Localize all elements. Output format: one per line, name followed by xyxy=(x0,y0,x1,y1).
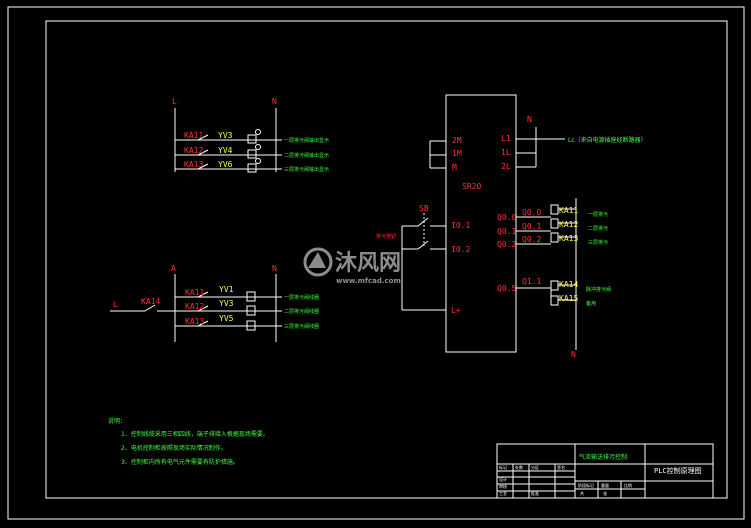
top-relay-1: KA11 xyxy=(184,131,203,140)
tb-cell-10: 重量 xyxy=(601,482,609,488)
plc-output-2: Q0.1 xyxy=(497,227,516,236)
inner-border xyxy=(45,20,728,499)
plc-pin-L1: L1 xyxy=(501,134,511,143)
out-desc-3: 三层排污 xyxy=(588,239,608,246)
output-wiring xyxy=(516,198,577,350)
plc-box xyxy=(445,94,517,353)
output-N-label: N xyxy=(571,350,576,359)
out-relay-2: KA12 xyxy=(559,220,578,229)
out-desc-4: 脉冲排污阀 xyxy=(586,286,611,293)
mid-desc-1: 一层排污阀线圈 xyxy=(284,294,319,301)
outer-border xyxy=(7,6,745,520)
note-3: 3、控制柜内所有电气元件需要有防护措施。 xyxy=(121,458,239,466)
top-desc-1: 一层排污阀输出显示 xyxy=(284,137,329,144)
top-N-label: N xyxy=(272,97,277,106)
mid-N-label: N xyxy=(272,264,277,273)
mid-valve-3: YV5 xyxy=(219,314,234,323)
out-relay-3: KA13 xyxy=(559,234,578,243)
out-relay-1: KA11 xyxy=(559,206,578,215)
out-desc-1: 一层排污 xyxy=(588,211,608,218)
plc-model: SR20 xyxy=(462,182,481,191)
notes-title: 说明： xyxy=(108,417,126,425)
plc-pin-1L: 1L xyxy=(501,148,511,157)
tb-cell-7: 工艺 xyxy=(499,491,507,496)
top-group-rows: KA11 YV3 一层排污阀输出显示 KA12 YV4 二层排污阀输出显示 KA… xyxy=(175,129,329,173)
tb-drawing: PLC控制原理图 xyxy=(654,466,702,475)
plc-pin-2M: 2M xyxy=(452,136,462,145)
tb-cell-6: 审核 xyxy=(499,483,507,489)
out-tag-1: Q0.0 xyxy=(522,208,541,217)
plc-supply-note: Lc（来自电源插座经断路器） xyxy=(568,136,647,144)
plc-pin-M: M xyxy=(452,163,457,172)
sb-contact xyxy=(417,217,429,227)
tb-cell-9: 阶段标记 xyxy=(578,482,594,488)
tb-cell-1: 标记 xyxy=(499,464,507,470)
tb-cell-3: 分区 xyxy=(531,464,539,470)
top-desc-2: 二层排污阀输出显示 xyxy=(284,152,329,159)
tb-cell-8: 批准 xyxy=(531,490,539,496)
top-coil-1 xyxy=(247,134,257,144)
plc-pin-1M: 1M xyxy=(452,149,462,158)
mid-valve-2: YV3 xyxy=(219,299,234,308)
switch-label: SB xyxy=(419,204,429,213)
top-relay-2: KA12 xyxy=(184,146,203,155)
top-valve-3: YV6 xyxy=(218,160,233,169)
out-tag-3: Q0.2 xyxy=(522,235,541,244)
plc-input-2: I0.2 xyxy=(451,245,470,254)
watermark-logo-icon xyxy=(303,247,333,277)
tb-cell-2: 处数 xyxy=(515,464,523,470)
watermark-url: www.mfcad.com xyxy=(336,277,401,285)
tb-cell-11: 比例 xyxy=(624,482,632,488)
ka14-branch-L: L xyxy=(113,300,118,309)
top-relay-3: KA13 xyxy=(184,160,203,169)
out-tag-2: Q0.1 xyxy=(522,222,541,231)
ka14-branch: L KA14 xyxy=(110,297,175,312)
top-coil-3 xyxy=(247,163,257,173)
mid-valve-1: YV1 xyxy=(219,285,234,294)
top-valve-1: YV3 xyxy=(218,131,233,140)
top-valve-2: YV4 xyxy=(218,146,233,155)
top-desc-3: 三层排污阀输出显示 xyxy=(284,166,329,173)
note-2: 2、电机控制柜按照现场实际情况制作。 xyxy=(121,444,227,452)
plc-output-3: Q0.2 xyxy=(497,240,516,249)
plc-output-1: Q0.0 xyxy=(497,213,516,222)
plc-N-label: N xyxy=(527,115,532,124)
tb-cell-5: 设计 xyxy=(499,476,507,482)
mid-A-label: A xyxy=(171,264,176,273)
switch-desc: 排污按钮 xyxy=(376,233,396,240)
plc-lplus: L+ xyxy=(451,306,461,315)
mid-coil-2 xyxy=(246,305,256,316)
title-block xyxy=(496,443,714,499)
top-L-label: L xyxy=(172,97,177,106)
mid-desc-2: 二层排污阀线圈 xyxy=(284,308,319,315)
plc-input-1: I0.1 xyxy=(451,221,470,230)
tb-cell-13: 张 xyxy=(603,490,607,496)
mid-desc-3: 三层排污阀线圈 xyxy=(284,323,319,330)
out-desc-2: 二层排污 xyxy=(588,225,608,232)
tb-cell-4: 签名 xyxy=(557,464,565,470)
mid-group-rows: KA11 YV1 一层排污阀线圈 KA12 YV3 二层排污阀线圈 KA13 Y… xyxy=(175,285,319,331)
mid-relay-2: KA12 xyxy=(185,302,204,311)
mid-coil-1 xyxy=(246,291,256,302)
tb-cell-12: 共 xyxy=(580,490,584,496)
out-relay-5: KA15 xyxy=(559,294,578,303)
out-tag-4: Q1.1 xyxy=(522,277,541,286)
plc-output-4: Q0.5 xyxy=(497,284,516,293)
tb-project: 气流输送排污控制 xyxy=(579,453,627,461)
out-desc-5: 备用 xyxy=(586,300,596,307)
out-relay-4: KA14 xyxy=(559,280,578,289)
watermark-brand: 沐风网 xyxy=(335,251,401,276)
mid-coil-3 xyxy=(246,320,256,331)
watermark: 沐风网 www.mfcad.com xyxy=(303,247,401,285)
mid-relay-1: KA11 xyxy=(185,288,204,297)
note-1: 1、控制线缆采用三相四线，端子排接入根据现场需要。 xyxy=(121,430,269,438)
plc-pin-2L: 2L xyxy=(501,162,511,171)
ka14-branch-relay: KA14 xyxy=(141,297,160,306)
mid-relay-3: KA13 xyxy=(185,317,204,326)
top-coil-2 xyxy=(247,149,257,159)
